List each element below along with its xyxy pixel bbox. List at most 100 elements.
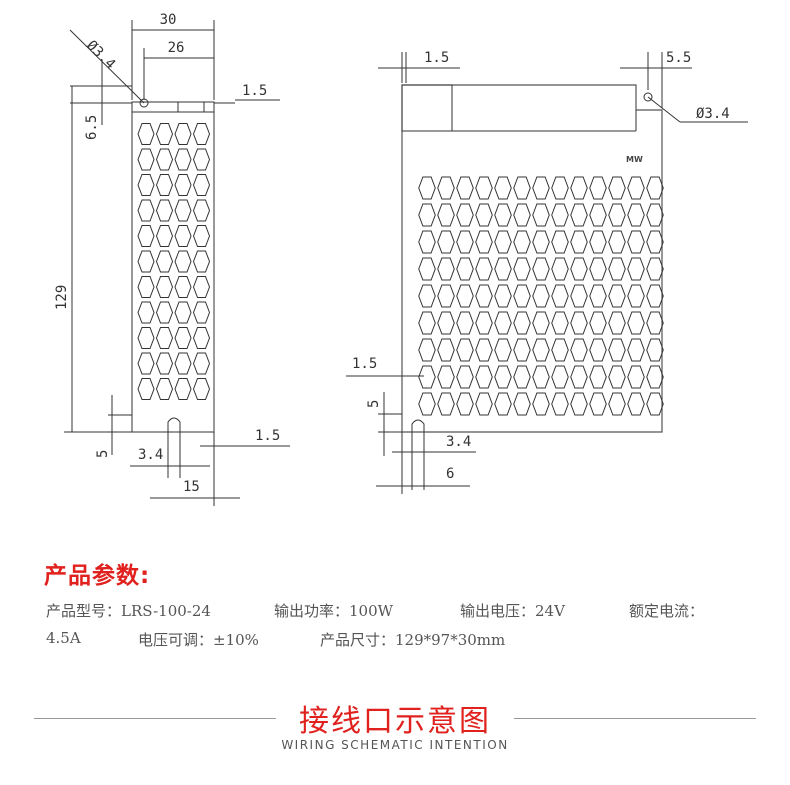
vent-hole — [155, 225, 174, 247]
vent-hole — [192, 199, 211, 222]
vent-hole — [137, 327, 155, 349]
dim-5-5: 5.5 — [666, 50, 691, 66]
vent-hole — [155, 148, 174, 171]
side-view: 30 26 1.5 Ø3.4 6.5 129 5 3.4 1.5 15 — [54, 12, 290, 506]
vent-hole — [155, 301, 174, 324]
vent-hole — [475, 257, 493, 281]
divider-right — [514, 718, 756, 719]
vent-hole — [437, 176, 455, 200]
vent-hole — [646, 365, 664, 389]
section-subtitle: WIRING SCHEMATIC INTENTION — [281, 738, 509, 752]
vent-hole — [513, 284, 531, 308]
vent-hole — [192, 250, 211, 273]
vent-hole — [174, 174, 192, 196]
vent-hole — [437, 311, 455, 335]
vent-hole — [627, 365, 645, 389]
vent-hole — [494, 311, 512, 335]
vent-hole — [475, 365, 493, 389]
vent-hole — [570, 230, 588, 254]
vent-hole — [174, 199, 192, 222]
vent-hole — [475, 203, 493, 227]
vent-hole — [475, 392, 493, 416]
vent-hole — [532, 176, 550, 200]
vent-hole — [627, 257, 645, 281]
spec-voltage: 输出电压：24V — [460, 602, 565, 620]
vent-hole — [608, 365, 626, 389]
vent-hole — [192, 174, 211, 196]
dim-15: 15 — [183, 479, 200, 495]
dim-5-front: 5 — [366, 400, 382, 408]
vent-hole — [513, 338, 531, 362]
vent-hole — [570, 392, 588, 416]
vent-hole — [551, 365, 569, 389]
dim-hole-side: Ø3.4 — [83, 38, 118, 73]
vent-hole — [418, 257, 436, 281]
vent-hole — [137, 148, 155, 171]
dim-1-5-front-top: 1.5 — [424, 50, 449, 66]
vent-hole — [192, 148, 211, 171]
vent-hole — [570, 176, 588, 200]
vent-hole — [456, 176, 474, 200]
vent-hole — [192, 123, 211, 145]
vent-hole — [137, 250, 155, 273]
vent-hole — [155, 276, 174, 298]
vent-hole — [627, 338, 645, 362]
side-bottom-slot — [167, 417, 181, 432]
front-bottom-slot — [411, 419, 425, 432]
spec-current-label: 额定电流： — [629, 602, 705, 620]
vent-hole — [608, 311, 626, 335]
vent-hole — [646, 203, 664, 227]
vent-hole — [418, 392, 436, 416]
vent-hole — [513, 392, 531, 416]
vent-hole — [456, 311, 474, 335]
vent-hole — [627, 311, 645, 335]
vent-hole — [475, 284, 493, 308]
vent-hole — [570, 203, 588, 227]
vent-hole — [646, 230, 664, 254]
vent-hole — [494, 176, 512, 200]
vent-hole — [646, 338, 664, 362]
vent-hole — [532, 338, 550, 362]
vent-hole — [589, 257, 607, 281]
vent-hole — [589, 365, 607, 389]
vent-hole — [551, 176, 569, 200]
vent-hole — [456, 338, 474, 362]
vent-hole — [532, 230, 550, 254]
vent-hole — [513, 257, 531, 281]
vent-hole — [192, 378, 211, 400]
vent-hole — [494, 203, 512, 227]
dim-hole-front: Ø3.4 — [696, 106, 730, 122]
section-title: 接线口示意图 — [299, 704, 491, 739]
vent-hole — [513, 203, 531, 227]
vent-hole — [174, 301, 192, 324]
vent-hole — [570, 257, 588, 281]
dim-1-5-bottom: 1.5 — [255, 428, 280, 444]
vent-hole — [137, 199, 155, 222]
divider-left — [34, 718, 276, 719]
spec-title: 产品参数: — [44, 563, 151, 589]
technical-drawing: 30 26 1.5 Ø3.4 6.5 129 5 3.4 1.5 15 — [54, 12, 748, 506]
vent-hole — [551, 392, 569, 416]
vent-hole — [174, 123, 192, 145]
vent-hole — [456, 230, 474, 254]
vent-hole — [532, 284, 550, 308]
vent-hole — [475, 338, 493, 362]
vent-hole — [174, 378, 192, 400]
dim-3-4-side: 3.4 — [138, 447, 163, 463]
vent-hole — [513, 230, 531, 254]
vent-hole — [494, 365, 512, 389]
vent-hole — [589, 311, 607, 335]
vent-hole — [608, 338, 626, 362]
vent-hole — [589, 392, 607, 416]
vent-hole — [494, 284, 512, 308]
dim-129: 129 — [54, 285, 70, 310]
vent-hole — [570, 365, 588, 389]
vent-hole — [137, 225, 155, 247]
spec-power: 输出功率：100W — [274, 602, 394, 620]
vent-hole — [418, 203, 436, 227]
vent-hole — [608, 392, 626, 416]
vent-hole — [589, 338, 607, 362]
spec-size: 产品尺寸：129*97*30mm — [320, 631, 506, 649]
vent-hole — [418, 176, 436, 200]
spec-model: 产品型号：LRS-100-24 — [46, 602, 211, 620]
